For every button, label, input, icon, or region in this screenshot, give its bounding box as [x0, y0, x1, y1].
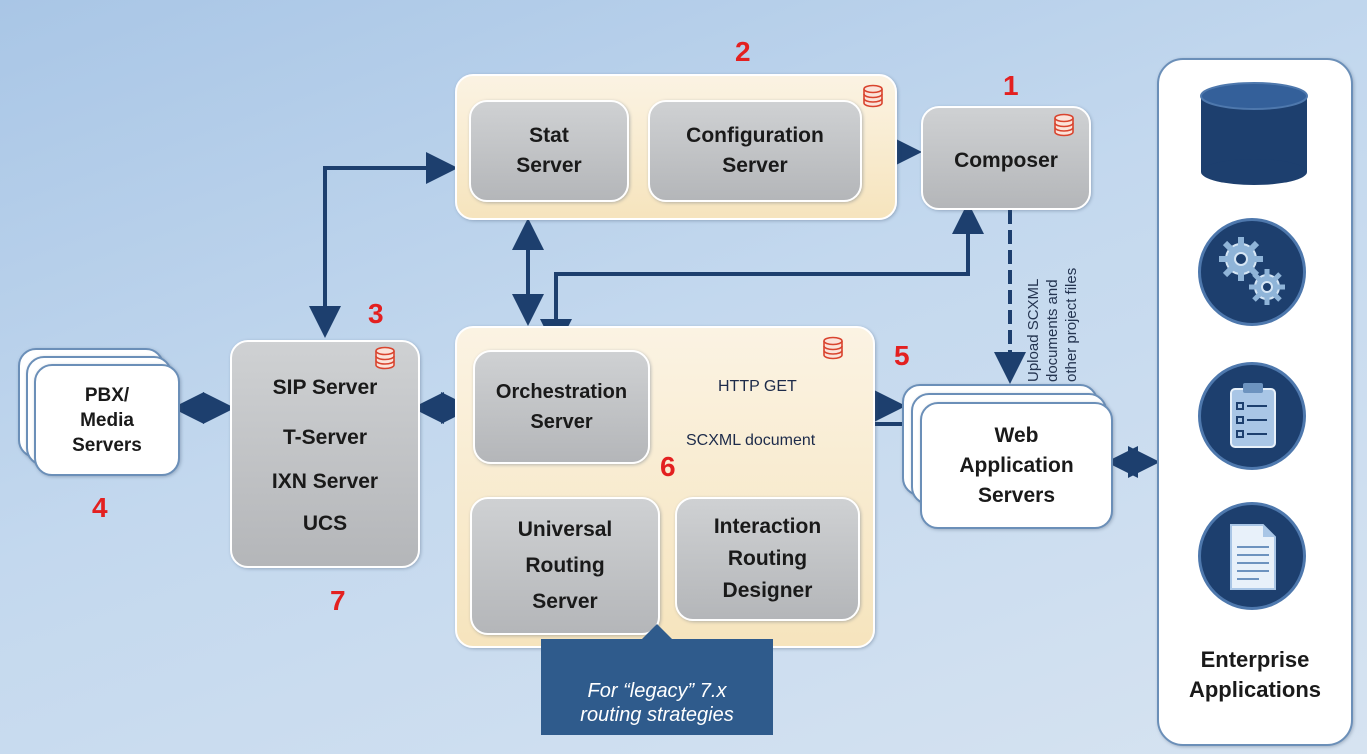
database-icon [863, 84, 883, 108]
stat-server-label: Stat Server [516, 124, 582, 177]
configuration-server-box: Configuration Server [648, 100, 862, 202]
orchestration-server-box: Orchestration Server [473, 350, 650, 464]
interaction-routing-designer-label: Interaction Routing Designer [713, 515, 822, 602]
database-icon [1200, 82, 1308, 185]
upload-note-line-2: documents and [1044, 279, 1061, 382]
step-number-2: 2 [735, 36, 751, 67]
sip-server-group-box [230, 340, 420, 568]
step-number-3: 3 [368, 298, 384, 329]
clipboard-icon [1198, 362, 1306, 470]
step-number-4: 4 [92, 492, 108, 523]
legacy-callout-line-2: routing strategies [580, 704, 734, 726]
step-number-1: 1 [1003, 70, 1019, 101]
enterprise-applications-label: Enterprise Applications [1188, 647, 1321, 702]
ixn-server-label: IXN Server [271, 470, 379, 493]
stat-server-box: Stat Server [469, 100, 629, 202]
arrow-composer-orch [540, 202, 984, 351]
orchestration-server-label: Orchestration Server [495, 381, 628, 433]
database-icon [823, 336, 843, 360]
database-icon [375, 346, 395, 370]
step-number-6: 6 [660, 451, 676, 482]
http-get-label: HTTP GET [718, 378, 797, 395]
database-icon [1054, 113, 1074, 137]
configuration-server-label: Configuration Server [686, 124, 824, 177]
web-application-servers-label: Web Application Servers [959, 423, 1074, 507]
legacy-callout: For “legacy” 7.x routing strategies [541, 639, 773, 735]
upload-note-line-3: other project files [1063, 267, 1080, 382]
universal-routing-server-label: Universal Routing Server [517, 518, 613, 613]
upload-note: Upload SCXML documents and other project… [1024, 216, 1084, 382]
scxml-document-label: SCXML document [686, 432, 816, 449]
legacy-callout-line-1: For “legacy” 7.x [587, 680, 727, 702]
step-number-7: 7 [330, 585, 346, 616]
interaction-routing-designer-box: Interaction Routing Designer [675, 497, 860, 621]
pbx-media-servers-box: PBX/ Media Servers [34, 364, 180, 476]
sip-server-label: SIP Server [272, 376, 378, 399]
gears-icon [1198, 218, 1306, 326]
web-application-servers-box: Web Application Servers [920, 402, 1113, 529]
ucs-label: UCS [302, 512, 348, 535]
pbx-media-servers-label: PBX/ Media Servers [72, 384, 142, 456]
universal-routing-server-box: Universal Routing Server [470, 497, 660, 635]
upload-note-line-1: Upload SCXML [1025, 278, 1042, 382]
legacy-callout-pointer [641, 624, 673, 640]
composer-label: Composer [954, 149, 1058, 172]
arrow-sip-to-top [309, 152, 458, 338]
document-icon [1198, 502, 1306, 610]
t-server-label: T-Server [282, 426, 368, 449]
step-number-5: 5 [894, 340, 910, 371]
